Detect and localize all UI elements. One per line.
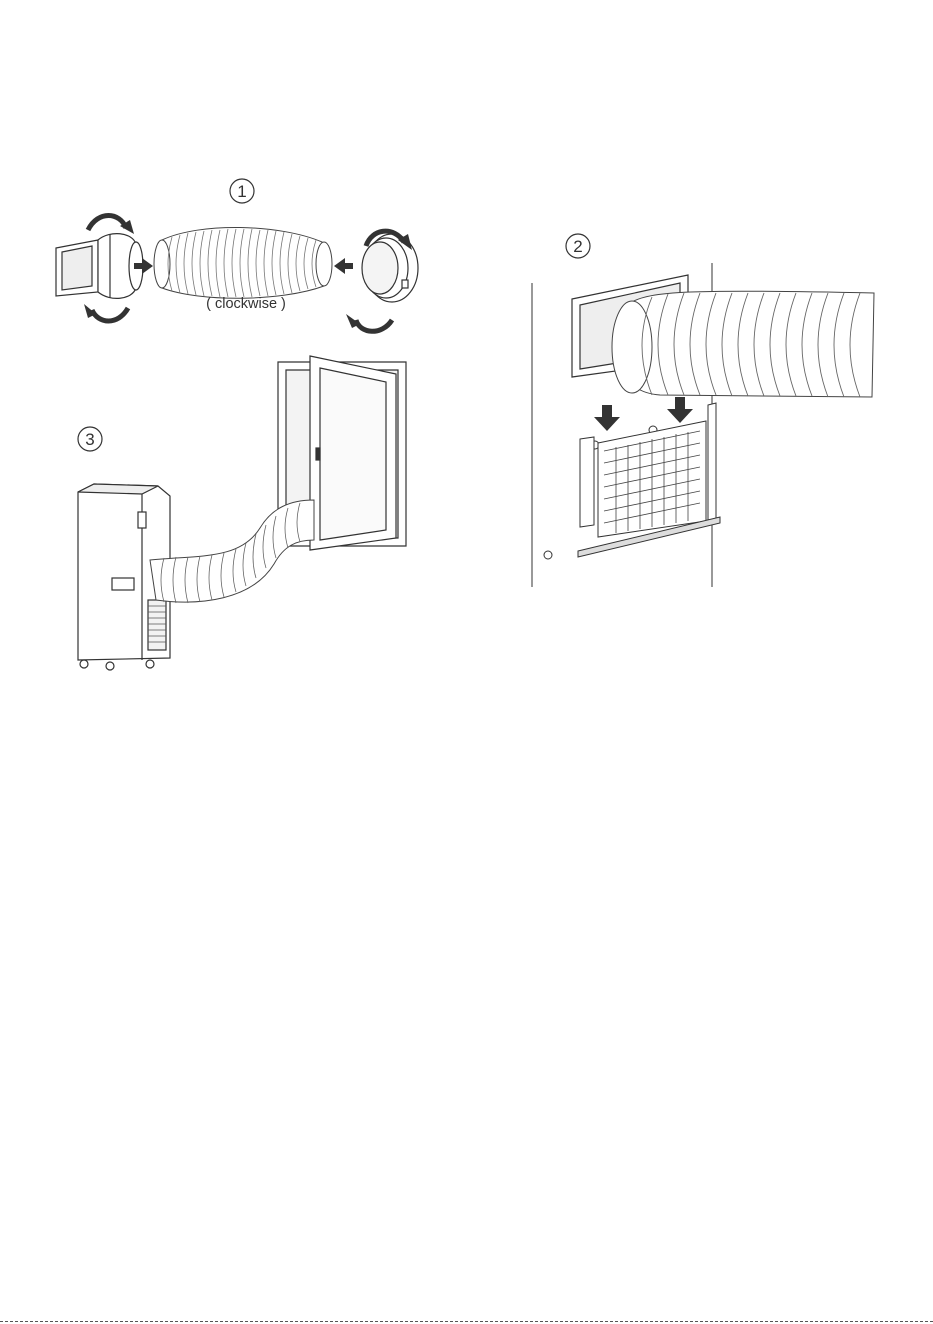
window-adapter-left — [56, 234, 143, 299]
step3-number-badge: 3 — [78, 427, 102, 451]
wall-exhaust-hose — [612, 291, 874, 397]
step3-panel: 3 — [60, 350, 430, 680]
rotate-arrow-bottom-left — [92, 308, 128, 321]
down-arrow-left — [594, 405, 620, 431]
step1-caption: ( clockwise ) — [206, 296, 286, 312]
window-sash — [310, 356, 396, 550]
step2-number-badge: 2 — [566, 234, 590, 258]
step1-illustration: 1 ( clockwise ) — [40, 170, 480, 340]
rotate-arrow-top-left — [88, 216, 126, 231]
mounting-bracket — [578, 403, 720, 557]
unit-exhaust-hose — [150, 500, 314, 603]
step1-panel: 1 ( clockwise ) — [40, 170, 480, 340]
step1-number-badge: 1 — [230, 179, 254, 203]
exhaust-hose — [154, 227, 332, 298]
step2-number: 2 — [573, 237, 582, 256]
page-bottom-rule — [0, 1321, 933, 1322]
step3-illustration: 3 — [60, 350, 430, 680]
step1-number: 1 — [237, 182, 246, 201]
step2-illustration: 2 — [520, 225, 900, 595]
step2-panel: 2 — [520, 225, 900, 595]
push-arrow-right — [334, 258, 353, 274]
screw-bottom-left — [544, 551, 552, 559]
rotate-arrow-bottom-right — [356, 320, 392, 331]
step3-number: 3 — [85, 430, 94, 449]
down-arrow-right — [667, 397, 693, 423]
